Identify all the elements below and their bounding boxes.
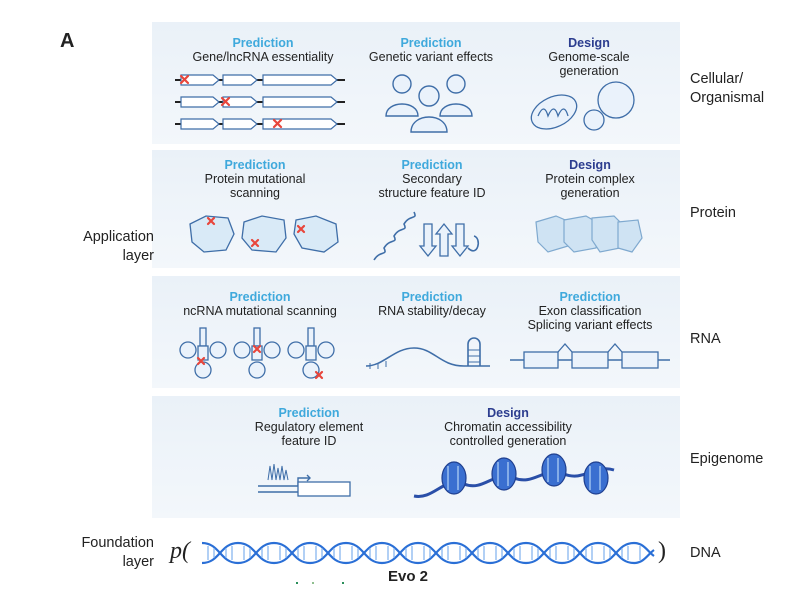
cell-title: Protein mutational — [204, 172, 306, 186]
row-label-dna: DNA — [690, 545, 721, 561]
cell-title: structure feature ID — [378, 186, 486, 200]
row-label-protein: Protein — [690, 205, 736, 221]
cell-rna-stability: Prediction RNA stability/decay — [354, 290, 510, 318]
cell-ncrna-mutational-scanning: Prediction ncRNA mutational scanning — [160, 290, 360, 318]
cells-icon — [530, 81, 635, 131]
cell-protein-complex-generation: Design Protein complex generation — [512, 158, 668, 200]
cell-title: controlled generation — [449, 434, 567, 448]
cell-kind: Prediction — [232, 36, 294, 50]
model-name: Evo 2 — [388, 568, 429, 585]
cell-title: Gene/lncRNA essentiality — [192, 50, 334, 64]
rna-hairpin-icon — [365, 337, 490, 369]
regulatory-element-icon — [258, 463, 351, 497]
cell-kind: Prediction — [224, 158, 286, 172]
cell-gene-essentiality: Prediction Gene/lncRNA essentiality — [158, 36, 368, 64]
cell-kind: Prediction — [559, 290, 621, 304]
probability-close: ) — [658, 538, 666, 564]
cell-kind: Prediction — [401, 158, 463, 172]
cell-kind: Prediction — [400, 36, 462, 50]
cell-title: generation — [560, 186, 620, 200]
application-layer-label: Application layer — [83, 229, 154, 264]
row-label-epigenome: Epigenome — [690, 451, 764, 467]
cell-kind: Prediction — [278, 406, 340, 420]
faint-dots — [296, 582, 346, 586]
cell-title: ncRNA mutational scanning — [183, 304, 337, 318]
cell-title: Exon classification — [538, 304, 642, 318]
protein-complex-icon — [535, 215, 643, 253]
cell-regulatory-element: Prediction Regulatory element feature ID — [234, 406, 384, 448]
cell-title: Genome-scale — [548, 50, 630, 64]
cell-title: feature ID — [281, 434, 337, 448]
helix-sheet-icon — [373, 211, 480, 261]
dna-helix-icon — [201, 541, 655, 565]
cell-title: Splicing variant effects — [527, 318, 653, 332]
cell-kind: Design — [568, 36, 610, 50]
foundation-layer-label: Foundation layer — [81, 535, 154, 570]
cell-title: RNA stability/decay — [378, 304, 486, 318]
cell-title: Chromatin accessibility — [444, 420, 572, 434]
panel-label: A — [60, 30, 75, 52]
exon-splicing-icon — [510, 343, 670, 369]
cell-protein-mutational-scanning: Prediction Protein mutational scanning — [180, 158, 330, 200]
probability-open: p( — [170, 538, 190, 564]
cell-title: Genetic variant effects — [368, 50, 494, 64]
cell-genome-scale-generation: Design Genome-scale generation — [514, 36, 664, 78]
gene-track-icon — [175, 74, 345, 130]
nucleosome-icon — [413, 453, 615, 498]
cell-secondary-structure: Prediction Secondary structure feature I… — [354, 158, 510, 200]
cell-title: scanning — [229, 186, 281, 200]
protein-blobs-icon — [189, 215, 339, 253]
cell-title: generation — [559, 64, 619, 78]
cell-kind: Prediction — [229, 290, 291, 304]
trna-icon — [179, 327, 335, 380]
cell-chromatin-accessibility: Design Chromatin accessibility controlle… — [418, 406, 598, 448]
cell-genetic-variant-effects: Prediction Genetic variant effects — [348, 36, 514, 64]
cell-title: Regulatory element — [254, 420, 364, 434]
cell-kind: Prediction — [401, 290, 463, 304]
people-icon — [385, 74, 473, 133]
cell-title: Secondary — [402, 172, 462, 186]
cell-kind: Design — [487, 406, 529, 420]
cell-exon-classification: Prediction Exon classification Splicing … — [506, 290, 674, 332]
cell-kind: Design — [569, 158, 611, 172]
row-label-rna: RNA — [690, 331, 721, 347]
cell-title: Protein complex — [545, 172, 635, 186]
row-label-cellular: Cellular/ Organismal — [690, 71, 765, 106]
row-rna-background — [152, 276, 680, 388]
